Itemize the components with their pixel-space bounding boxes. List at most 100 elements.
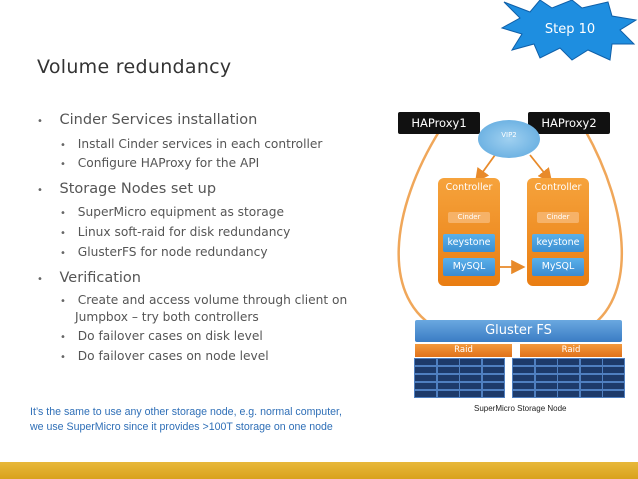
- bullet-heading-verification: • Verification: [37, 270, 141, 286]
- disk-cell: [414, 358, 437, 366]
- bullet-dot: •: [60, 352, 66, 363]
- connector-right-arc: [583, 129, 623, 332]
- bullet-dot: •: [37, 116, 43, 127]
- bullet-heading-cinder: • Cinder Services installation: [37, 112, 257, 128]
- cinder-box: Cinder: [537, 212, 579, 223]
- keystone-box: keystone: [443, 234, 495, 252]
- disk-cell: [436, 374, 460, 382]
- disk-cell: [459, 374, 482, 382]
- bullet-item-text: Do failover cases on node level: [77, 349, 269, 363]
- disk-cell: [557, 366, 580, 374]
- bullet-item: • Configure HAProxy for the API: [60, 156, 259, 170]
- bullet-dot: •: [37, 185, 43, 196]
- cinder-box: Cinder: [448, 212, 490, 223]
- connector-vip-right: [529, 154, 553, 183]
- bullet-item: • SuperMicro equipment as storage: [60, 205, 284, 219]
- disk-cell: [557, 382, 580, 390]
- bullet-item: • Create and access volume through clien…: [60, 293, 347, 307]
- bullet-item-continuation: Jumpbox – try both controllers: [75, 310, 259, 324]
- disk-cell: [602, 382, 625, 390]
- controller-1: Controller Cinder keystone MySQL: [438, 178, 500, 286]
- disk-cell: [602, 374, 625, 382]
- bullet-dot: •: [60, 296, 66, 307]
- bullet-item-text: GlusterFS for node redundancy: [77, 245, 268, 259]
- footnote-line: we use SuperMicro since it provides >100…: [30, 421, 333, 433]
- bullet-item-text: SuperMicro equipment as storage: [77, 205, 284, 219]
- bullet-dot: •: [60, 248, 66, 259]
- bullet-dot: •: [37, 274, 43, 285]
- bullet-item: • Do failover cases on node level: [60, 349, 269, 363]
- step-badge: [500, 0, 638, 61]
- disk-cell: [534, 358, 558, 366]
- disk-cell: [534, 366, 558, 374]
- disk-cell: [602, 390, 625, 398]
- disk-cell: [602, 358, 625, 366]
- haproxy2-box: HAProxy2: [528, 112, 610, 134]
- raid-bar-right: Raid: [520, 344, 622, 357]
- disk-cell: [436, 382, 460, 390]
- disk-cell: [602, 366, 625, 374]
- connector-vip-left: [474, 154, 496, 183]
- disk-cell: [436, 366, 460, 374]
- bottom-bar: [0, 462, 638, 479]
- raid-bar-left: Raid: [415, 344, 512, 357]
- disk-cell: [579, 382, 603, 390]
- disk-cell: [414, 382, 437, 390]
- storage-node-label: SuperMicro Storage Node: [474, 404, 567, 413]
- disk-cell: [512, 390, 535, 398]
- disk-cell: [436, 358, 460, 366]
- disk-cell: [579, 390, 603, 398]
- disk-cell: [414, 366, 437, 374]
- disk-cell: [481, 382, 505, 390]
- bullet-item-text: Install Cinder services in each controll…: [77, 137, 323, 151]
- disk-cell: [534, 390, 558, 398]
- disk-cell: [459, 382, 482, 390]
- connector-left-arc: [397, 129, 442, 332]
- bullet-item: • Do failover cases on disk level: [60, 329, 263, 343]
- slide-title: Volume redundancy: [37, 56, 232, 78]
- disk-cell: [512, 382, 535, 390]
- disk-cell: [481, 374, 505, 382]
- disk-cell: [459, 366, 482, 374]
- bullet-item-text: Configure HAProxy for the API: [77, 156, 260, 170]
- bullet-dot: •: [60, 208, 66, 219]
- disk-cell: [512, 366, 535, 374]
- disk-cell: [512, 358, 535, 366]
- disk-cell: [481, 366, 505, 374]
- disk-cell: [481, 390, 505, 398]
- bullet-item-text: Linux soft-raid for disk redundancy: [77, 225, 291, 239]
- controller-2: Controller Cinder keystone MySQL: [527, 178, 589, 286]
- disk-cell: [557, 374, 580, 382]
- haproxy1-box: HAProxy1: [398, 112, 480, 134]
- footnote-line: It’s the same to use any other storage n…: [30, 406, 342, 418]
- controller-label: Controller: [534, 182, 582, 193]
- disk-cell: [579, 374, 603, 382]
- bullet-heading-text: Storage Nodes set up: [59, 181, 217, 197]
- disk-cell: [512, 374, 535, 382]
- bullet-heading-text: Cinder Services installation: [59, 112, 258, 128]
- bullet-item-text: Do failover cases on disk level: [77, 329, 263, 343]
- vip-ellipse: VIP2: [478, 120, 540, 158]
- bullet-dot: •: [60, 332, 66, 343]
- footnote: It’s the same to use any other storage n…: [30, 405, 342, 435]
- disk-cell: [579, 366, 603, 374]
- vip-label: VIP2: [501, 131, 517, 139]
- disk-cell: [459, 358, 482, 366]
- step-badge-label: Step 10: [544, 22, 596, 37]
- controller-label: Controller: [445, 182, 493, 193]
- gluster-fs-bar: Gluster FS: [415, 320, 622, 342]
- disk-cell: [579, 358, 603, 366]
- disk-cell: [481, 358, 505, 366]
- bullet-dot: •: [60, 228, 66, 239]
- mysql-box: MySQL: [532, 258, 584, 276]
- bullet-item: • Linux soft-raid for disk redundancy: [60, 225, 290, 239]
- bullet-item-text: Create and access volume through client …: [77, 293, 348, 307]
- disk-cell: [414, 390, 437, 398]
- diagram-connectors: [397, 129, 623, 332]
- bullet-dot: •: [60, 159, 66, 170]
- bullet-dot: •: [60, 140, 66, 151]
- disk-cell: [436, 390, 460, 398]
- disk-cell: [557, 390, 580, 398]
- bullet-heading-storage: • Storage Nodes set up: [37, 181, 216, 197]
- mysql-box: MySQL: [443, 258, 495, 276]
